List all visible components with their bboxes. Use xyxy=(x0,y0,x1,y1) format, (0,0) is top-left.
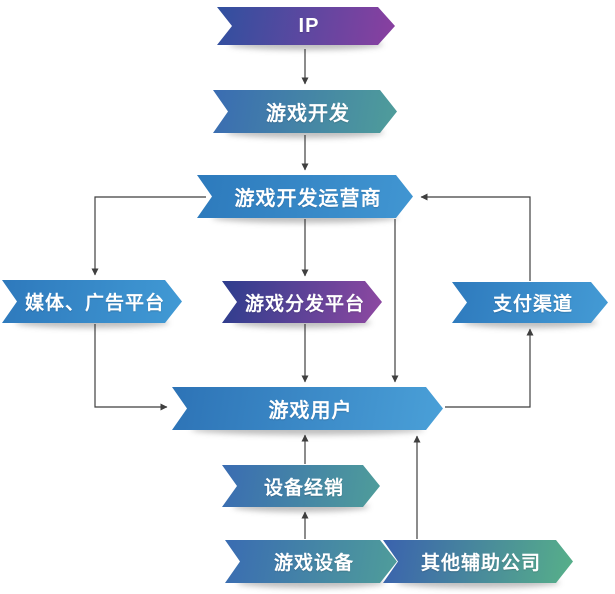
node-game-dev-operator: 游戏开发运营商 xyxy=(197,175,413,223)
node-other-support-companies: 其他辅助公司 xyxy=(383,540,573,588)
connector-payment-to-operator xyxy=(420,193,531,281)
node-device-distribution: 设备经销 xyxy=(222,465,380,512)
node-payment-channel: 支付渠道 xyxy=(452,282,608,328)
node-other-support-companies-label: 其他辅助公司 xyxy=(420,553,541,574)
node-game-devices: 游戏设备 xyxy=(225,540,397,588)
node-device-distribution-body: 设备经销 xyxy=(222,465,380,507)
node-game-users-body: 游戏用户 xyxy=(172,387,443,430)
node-game-distribution-platform-label: 游戏分发平台 xyxy=(244,293,365,315)
connector-media-to-users xyxy=(94,324,168,411)
node-ip: IP xyxy=(217,7,395,50)
node-media-ad-platform-label: 媒体、广告平台 xyxy=(24,293,165,314)
node-payment-channel-label: 支付渠道 xyxy=(492,294,573,315)
node-game-development-body: 游戏开发 xyxy=(213,90,397,133)
node-game-dev-operator-label: 游戏开发运营商 xyxy=(234,188,382,210)
node-game-development-label: 游戏开发 xyxy=(266,103,350,125)
node-game-distribution-platform: 游戏分发平台 xyxy=(222,281,382,328)
node-game-devices-body: 游戏设备 xyxy=(225,540,397,583)
node-game-users-label: 游戏用户 xyxy=(268,400,353,422)
node-ip-label: IP xyxy=(298,14,320,37)
node-game-dev-operator-body: 游戏开发运营商 xyxy=(197,175,413,218)
node-media-ad-platform-body: 媒体、广告平台 xyxy=(2,280,182,323)
connector-operator-to-media xyxy=(91,196,206,276)
node-ip-body: IP xyxy=(217,7,395,45)
node-game-devices-label: 游戏设备 xyxy=(273,553,354,574)
node-other-support-companies-body: 其他辅助公司 xyxy=(383,540,573,583)
node-payment-channel-body: 支付渠道 xyxy=(452,282,608,323)
node-game-development: 游戏开发 xyxy=(213,90,397,138)
node-game-users: 游戏用户 xyxy=(172,387,443,435)
node-game-distribution-platform-body: 游戏分发平台 xyxy=(222,281,382,323)
node-device-distribution-label: 设备经销 xyxy=(263,477,344,499)
node-media-ad-platform: 媒体、广告平台 xyxy=(2,280,182,328)
connector-users-to-payment xyxy=(445,328,534,408)
